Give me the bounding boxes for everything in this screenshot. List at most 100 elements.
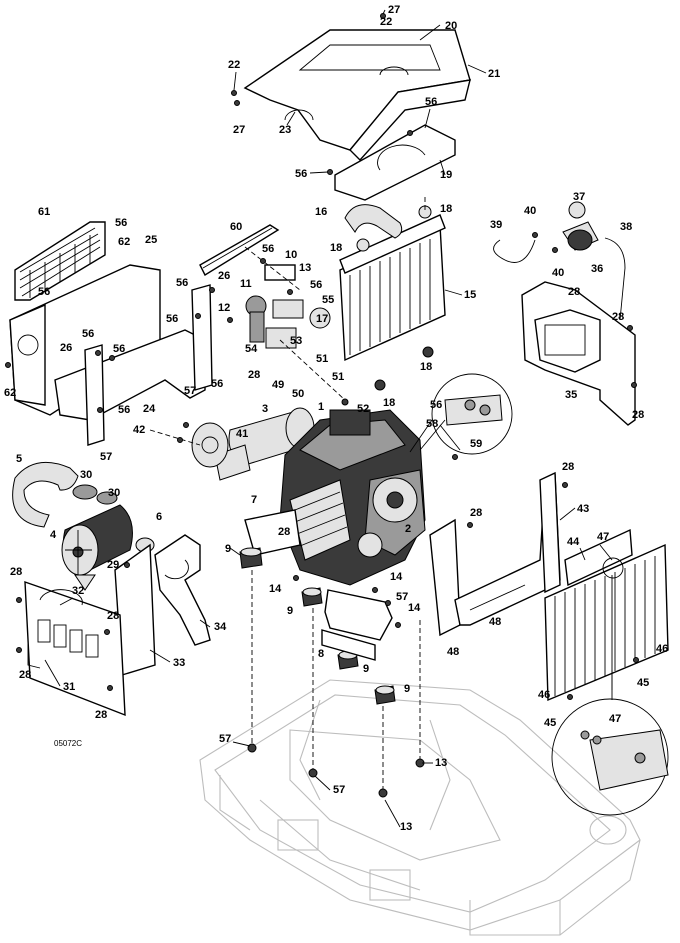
callout-57: 57 xyxy=(100,451,112,463)
callout-56: 56 xyxy=(295,168,307,180)
callout-30: 30 xyxy=(108,487,120,499)
callout-2: 2 xyxy=(405,523,411,535)
callout-25: 25 xyxy=(145,234,157,246)
leader-lines xyxy=(44,9,613,828)
callout-4: 4 xyxy=(50,529,57,541)
callout-17: 17 xyxy=(316,313,328,325)
left-grille-panel xyxy=(24,580,126,717)
callout-55: 55 xyxy=(322,294,334,306)
callout-27: 27 xyxy=(388,4,400,16)
upper-hose xyxy=(344,204,403,239)
callout-28: 28 xyxy=(568,286,580,298)
callout-9: 9 xyxy=(287,605,293,617)
callout-13: 13 xyxy=(435,757,447,769)
callout-56: 56 xyxy=(113,343,125,355)
callout-6: 6 xyxy=(156,511,162,523)
callout-57: 57 xyxy=(184,385,196,397)
muffler xyxy=(149,407,315,481)
callout-22: 22 xyxy=(380,16,392,28)
callout-14: 14 xyxy=(408,602,421,614)
callout-60: 60 xyxy=(230,221,242,233)
callout-14: 14 xyxy=(269,583,282,595)
callout-30: 30 xyxy=(80,469,92,481)
callout-7: 7 xyxy=(251,494,257,506)
callout-33: 33 xyxy=(173,657,185,669)
callout-46: 46 xyxy=(656,643,668,655)
callout-38: 38 xyxy=(620,221,632,233)
callout-10: 10 xyxy=(285,249,297,261)
callout-13: 13 xyxy=(299,262,311,274)
callout-48: 48 xyxy=(447,646,459,658)
callout-56: 56 xyxy=(166,313,178,325)
callout-14: 14 xyxy=(390,571,403,583)
callout-5: 5 xyxy=(16,453,22,465)
callout-44: 44 xyxy=(567,536,580,548)
detail-circle-harness xyxy=(409,373,513,455)
callout-34: 34 xyxy=(214,621,227,633)
callout-28: 28 xyxy=(248,369,260,381)
left-side-panel xyxy=(9,221,213,446)
callout-24: 24 xyxy=(143,403,156,415)
callout-8: 8 xyxy=(318,648,324,660)
callout-56: 56 xyxy=(262,243,274,255)
callout-20: 20 xyxy=(445,20,457,32)
callout-19: 19 xyxy=(440,169,452,181)
callout-26: 26 xyxy=(218,270,230,282)
callout-27: 27 xyxy=(233,124,245,136)
callout-26: 26 xyxy=(60,342,72,354)
callout-51: 51 xyxy=(316,353,328,365)
callout-56: 56 xyxy=(211,378,223,390)
callout-57: 57 xyxy=(333,784,345,796)
callout-28: 28 xyxy=(10,566,22,578)
callout-18: 18 xyxy=(330,242,342,254)
callout-37: 37 xyxy=(573,191,585,203)
callout-28: 28 xyxy=(19,669,31,681)
callout-54: 54 xyxy=(245,343,258,355)
detail-circle-screen-mount xyxy=(551,670,669,816)
callout-23: 23 xyxy=(279,124,291,136)
callout-62: 62 xyxy=(118,236,130,248)
callout-45: 45 xyxy=(544,717,556,729)
callout-28: 28 xyxy=(278,526,290,538)
callout-9: 9 xyxy=(225,543,231,555)
air-cleaner-brackets xyxy=(114,534,211,676)
callout-51: 51 xyxy=(332,371,344,383)
callout-31: 31 xyxy=(63,681,75,693)
callout-56: 56 xyxy=(118,404,130,416)
callout-56: 56 xyxy=(176,277,188,289)
callout-56: 56 xyxy=(38,286,50,298)
right-support-bracket xyxy=(429,471,561,637)
callout-32: 32 xyxy=(72,585,84,597)
callout-11: 11 xyxy=(240,278,252,290)
right-screen xyxy=(544,528,669,702)
callout-61: 61 xyxy=(38,206,50,218)
callout-18: 18 xyxy=(440,203,452,215)
callout-labels: 27 22 20 21 22 27 23 56 56 19 16 18 18 1… xyxy=(4,4,668,833)
callout-56: 56 xyxy=(115,217,127,229)
callout-46: 46 xyxy=(538,689,550,701)
callout-21: 21 xyxy=(488,68,500,80)
radiator xyxy=(339,195,446,391)
callout-28: 28 xyxy=(612,311,624,323)
callout-16: 16 xyxy=(315,206,327,218)
callout-40: 40 xyxy=(524,205,536,217)
callout-58: 58 xyxy=(426,418,438,430)
hardware-bolts xyxy=(5,13,639,700)
right-rear-panel xyxy=(493,201,636,426)
callout-42: 42 xyxy=(133,424,145,436)
callout-56: 56 xyxy=(425,96,437,108)
drawing-code: 05072C xyxy=(54,739,82,748)
callout-28: 28 xyxy=(107,610,119,622)
callout-47: 47 xyxy=(597,531,609,543)
callout-3: 3 xyxy=(262,403,268,415)
callout-18: 18 xyxy=(420,361,432,373)
callout-13: 13 xyxy=(400,821,412,833)
engine-mounts xyxy=(239,547,425,798)
engine xyxy=(244,409,446,586)
callout-49: 49 xyxy=(272,379,284,391)
callout-40: 40 xyxy=(552,267,564,279)
callout-57: 57 xyxy=(219,733,231,745)
callout-53: 53 xyxy=(290,335,302,347)
callout-39: 39 xyxy=(490,219,502,231)
